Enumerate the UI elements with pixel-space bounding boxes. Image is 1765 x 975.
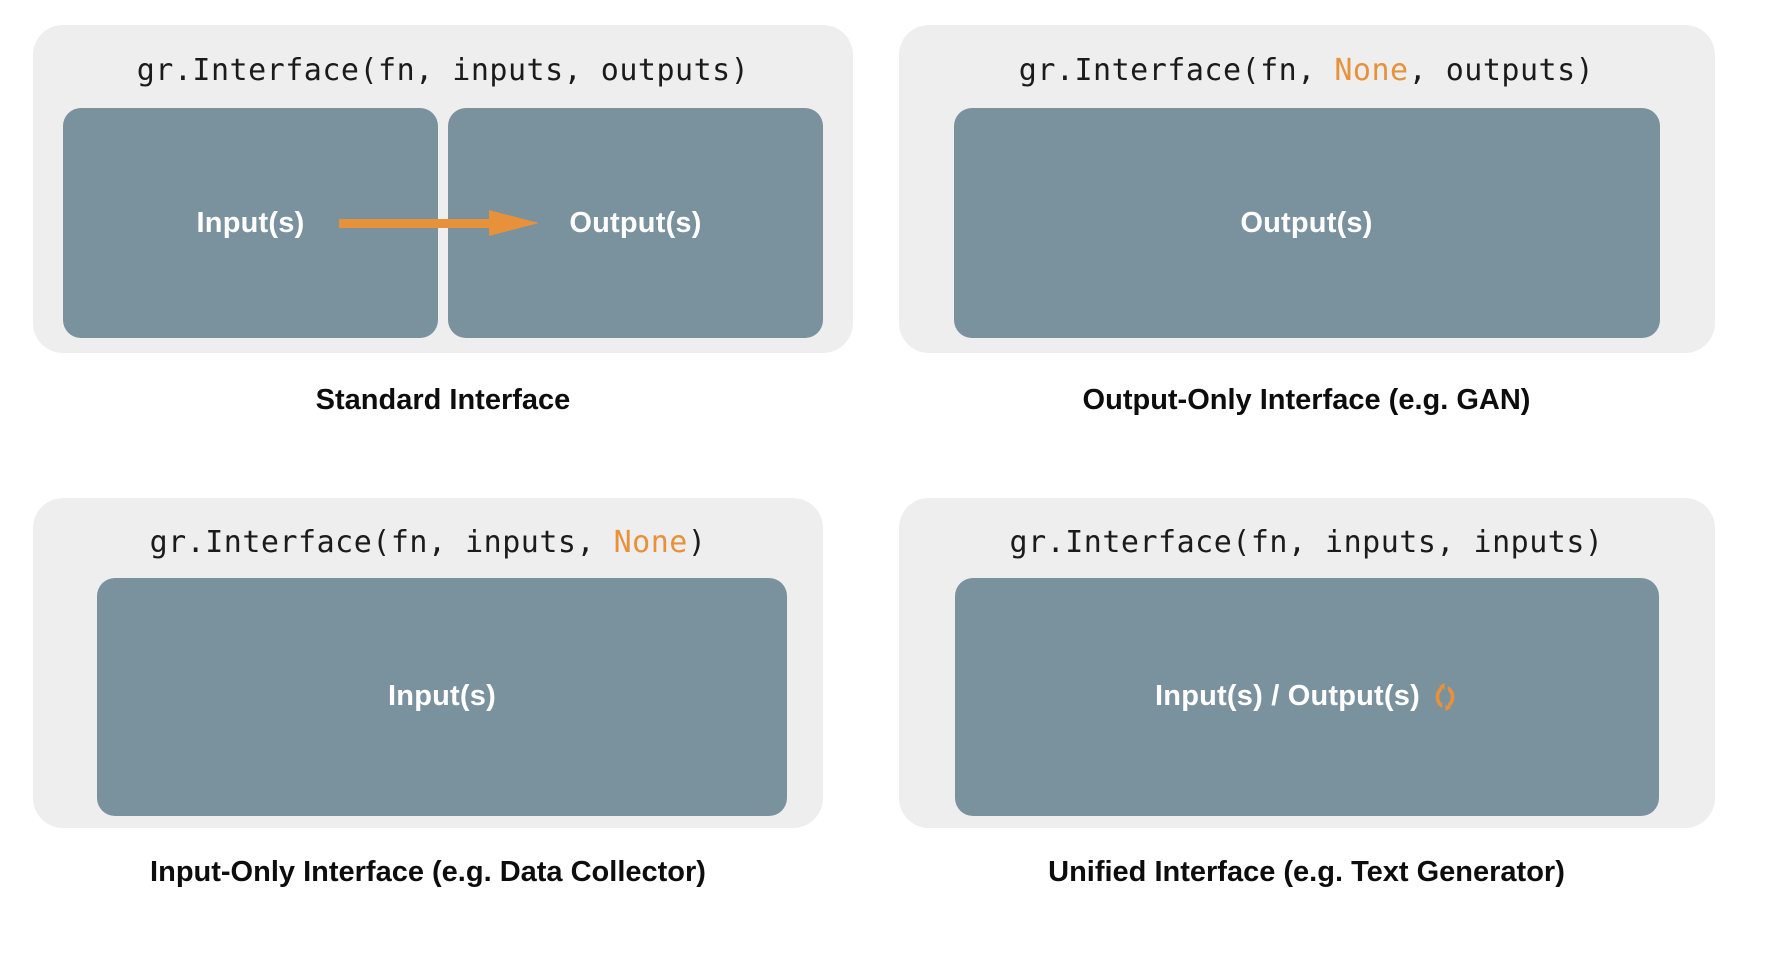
- code-signature-unified: gr.Interface(fn, inputs, inputs): [1009, 524, 1604, 560]
- box-label-inputs-outputs-wrapper: Input(s) / Output(s): [1155, 682, 1458, 712]
- code-keyword-none: None: [613, 524, 688, 560]
- box-label-inputs: Input(s): [388, 680, 496, 712]
- code-text-a: gr.Interface(fn,: [1018, 53, 1335, 88]
- code-text: gr.Interface(fn, inputs, inputs): [1009, 524, 1604, 560]
- box-label-inputs: Input(s): [196, 206, 305, 239]
- box-row-output-only: Output(s): [953, 108, 1660, 338]
- box-inputs-outputs: Input(s) / Output(s): [954, 577, 1659, 816]
- caption-standard-interface: Standard Interface: [315, 384, 571, 416]
- panel-input-only-interface: gr.Interface(fn, inputs, None) Input(s): [33, 497, 823, 828]
- box-row-standard: Input(s) Output(s): [63, 108, 823, 338]
- panel-unified-interface: gr.Interface(fn, inputs, inputs) Input(s…: [898, 497, 1715, 828]
- box-outputs: Output(s): [448, 108, 823, 338]
- code-signature-input-only: gr.Interface(fn, inputs, None): [149, 524, 707, 560]
- code-text-a: gr.Interface(fn, inputs,: [149, 524, 614, 560]
- box-row-input-only: Input(s): [97, 577, 787, 816]
- quadrant-input-only-interface: gr.Interface(fn, inputs, None) Input(s) …: [22, 495, 870, 966]
- code-text-b: ): [687, 524, 707, 560]
- quadrant-standard-interface: gr.Interface(fn, inputs, outputs) Input(…: [22, 16, 870, 487]
- quadrant-unified-interface: gr.Interface(fn, inputs, inputs) Input(s…: [896, 495, 1744, 966]
- code-keyword-none: None: [1334, 53, 1409, 88]
- caption-output-only-interface: Output-Only Interface (e.g. GAN): [1082, 384, 1531, 416]
- caption-unified-interface: Unified Interface (e.g. Text Generator): [1048, 855, 1565, 888]
- panel-output-only-interface: gr.Interface(fn, None, outputs) Output(s…: [898, 25, 1715, 353]
- code-text-b: , outputs): [1408, 53, 1595, 88]
- box-label-inputs-outputs: Input(s) / Output(s): [1155, 680, 1420, 712]
- box-inputs: Input(s): [97, 577, 787, 816]
- code-signature-standard: gr.Interface(fn, inputs, outputs): [137, 56, 750, 86]
- box-label-outputs: Output(s): [569, 206, 702, 239]
- caption-input-only-interface: Input-Only Interface (e.g. Data Collecto…: [150, 855, 706, 888]
- box-inputs: Input(s): [63, 108, 438, 338]
- quadrant-output-only-interface: gr.Interface(fn, None, outputs) Output(s…: [896, 16, 1744, 487]
- box-outputs: Output(s): [953, 108, 1660, 338]
- box-label-outputs: Output(s): [1240, 206, 1373, 239]
- code-signature-output-only: gr.Interface(fn, None, outputs): [1019, 56, 1594, 86]
- sync-refresh-icon: [1432, 682, 1458, 712]
- box-row-unified: Input(s) / Output(s): [954, 577, 1659, 816]
- panel-standard-interface: gr.Interface(fn, inputs, outputs) Input(…: [33, 25, 853, 353]
- code-text: gr.Interface(fn, inputs, outputs): [136, 53, 750, 88]
